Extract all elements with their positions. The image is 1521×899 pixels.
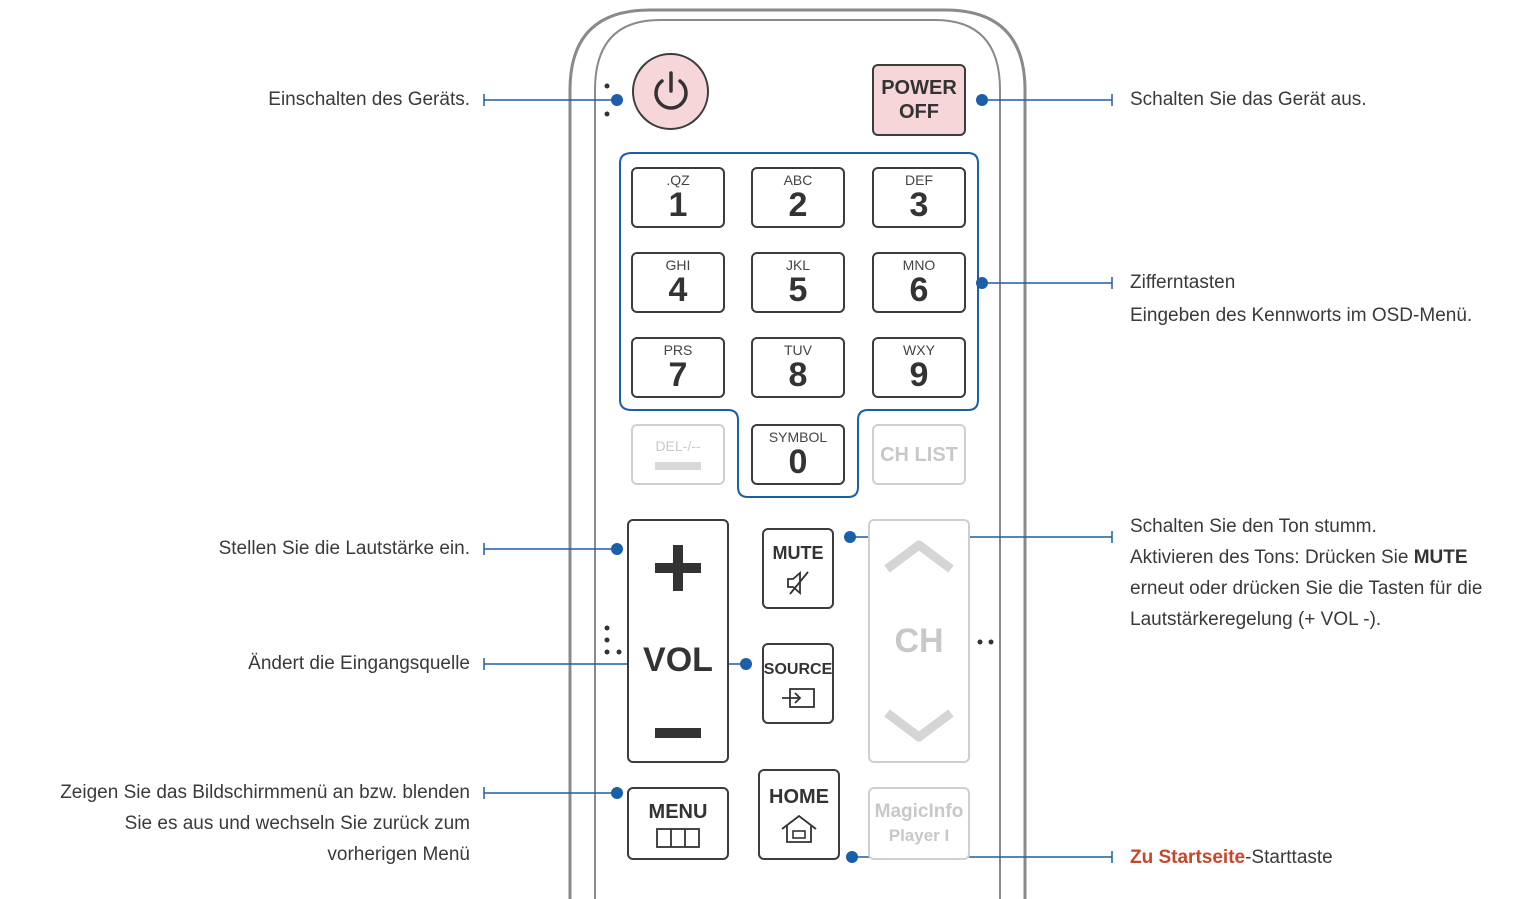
del-label: DEL-/-- [655,438,701,454]
key-7[interactable]: PRS 7 [631,337,725,398]
key-3-digit: 3 [909,186,929,224]
magicinfo-label-2: Player I [888,825,950,845]
key-2-digit: 2 [788,186,808,224]
minus-icon [655,728,701,738]
label-keypad: Zifferntasten Eingeben des Kennworts im … [1130,267,1472,331]
power-button[interactable] [632,53,709,130]
label-mute-keyword: MUTE [1413,547,1468,568]
key-5-letters: JKL [785,257,811,273]
power-icon [653,70,688,110]
label-mute: Schalten Sie den Ton stumm. Aktivieren d… [1130,511,1482,635]
key-0-digit: 0 [788,443,808,481]
key-5[interactable]: JKL 5 [751,252,845,313]
key-3[interactable]: DEF 3 [872,167,966,228]
del-button[interactable]: DEL-/-- [631,424,725,485]
key-5-digit: 5 [788,271,808,309]
channel-up-icon [884,540,954,573]
power-off-label-2: OFF [899,101,939,123]
power-off-label-1: POWER [881,77,957,99]
key-3-letters: DEF [905,172,933,188]
key-0[interactable]: SYMBOL 0 [751,424,845,485]
key-0-letters: SYMBOL [768,429,828,445]
key-1-letters: .QZ [666,172,690,188]
label-mute-line-3: erneut oder drücken Sie die Tasten für d… [1130,578,1483,599]
channel-rocker[interactable]: CH [868,519,970,763]
key-2-letters: ABC [783,172,813,188]
ch-list-label: CH LIST [880,443,958,466]
ch-list-button[interactable]: CH LIST [872,424,966,485]
magicinfo-button[interactable]: MagicInfo Player I [868,787,970,860]
tactile-dots [604,83,994,655]
del-bar-icon [655,462,701,470]
magicinfo-label-1: MagicInfo [874,800,964,822]
key-9[interactable]: WXY 9 [872,337,966,398]
source-icon [782,687,815,708]
label-source: Ändert die Eingangsquelle [248,653,470,674]
key-8-letters: TUV [784,342,812,358]
label-power-on: Einschalten des Geräts. [268,89,470,110]
label-mute-line-4: Lautstärkeregelung (+ VOL -). [1130,609,1382,630]
label-menu-line-2: Sie es aus und wechseln Sie zurück zum [124,813,470,834]
label-menu: Zeigen Sie das Bildschirmmenü an bzw. bl… [60,777,470,870]
key-4-digit: 4 [668,271,688,309]
label-home-accent[interactable]: Zu Startseite [1130,847,1246,868]
key-7-letters: PRS [663,342,693,358]
label-mute-line-2-pre: Aktivieren des Tons: Drücken Sie [1130,547,1414,568]
key-8-digit: 8 [788,356,808,394]
menu-label: MENU [648,800,708,823]
key-6[interactable]: MNO 6 [872,252,966,313]
channel-down-icon [884,709,954,742]
key-7-digit: 7 [668,356,688,394]
menu-icon [656,827,700,848]
plus-icon [655,545,701,591]
menu-button[interactable]: MENU [627,787,729,860]
label-menu-line-3: vorherigen Menü [327,844,470,865]
mute-icon [787,570,809,595]
vol-label: VOL [643,640,713,679]
mute-label: MUTE [772,542,824,563]
remote-outline-inner [594,19,1001,899]
key-6-letters: MNO [902,257,936,273]
key-6-digit: 6 [909,271,929,309]
key-1[interactable]: .QZ 1 [631,167,725,228]
label-keypad-title: Zifferntasten [1130,272,1236,293]
power-off-button[interactable]: POWER OFF [872,64,966,136]
label-mute-line-2: Aktivieren des Tons: Drücken Sie MUTE [1130,542,1482,573]
home-label: HOME [769,785,829,808]
key-4[interactable]: GHI 4 [631,252,725,313]
key-9-digit: 9 [909,356,929,394]
key-9-letters: WXY [903,342,935,358]
label-keypad-desc: Eingeben des Kennworts im OSD-Menü. [1130,305,1473,326]
key-4-letters: GHI [665,257,691,273]
ch-label: CH [894,621,944,660]
key-2[interactable]: ABC 2 [751,167,845,228]
label-volume: Stellen Sie die Lautstärke ein. [218,538,470,559]
home-button[interactable]: HOME [758,769,840,860]
remote-outline-outer [568,8,1027,899]
callout-dots [611,94,988,863]
source-button[interactable]: SOURCE [762,643,834,724]
label-home: Zu Startseite-Starttaste [1130,842,1333,873]
label-menu-line-1: Zeigen Sie das Bildschirmmenü an bzw. bl… [60,782,470,803]
home-icon [781,814,817,843]
key-8[interactable]: TUV 8 [751,337,845,398]
volume-rocker[interactable]: VOL [627,519,729,763]
label-home-rest: -Starttaste [1245,847,1333,868]
keypad-highlight [619,152,979,498]
key-1-digit: 1 [668,186,688,224]
label-mute-line-1: Schalten Sie den Ton stumm. [1130,516,1377,537]
mute-button[interactable]: MUTE [762,528,834,609]
label-power-off: Schalten Sie das Gerät aus. [1130,89,1367,110]
source-label: SOURCE [763,660,833,678]
